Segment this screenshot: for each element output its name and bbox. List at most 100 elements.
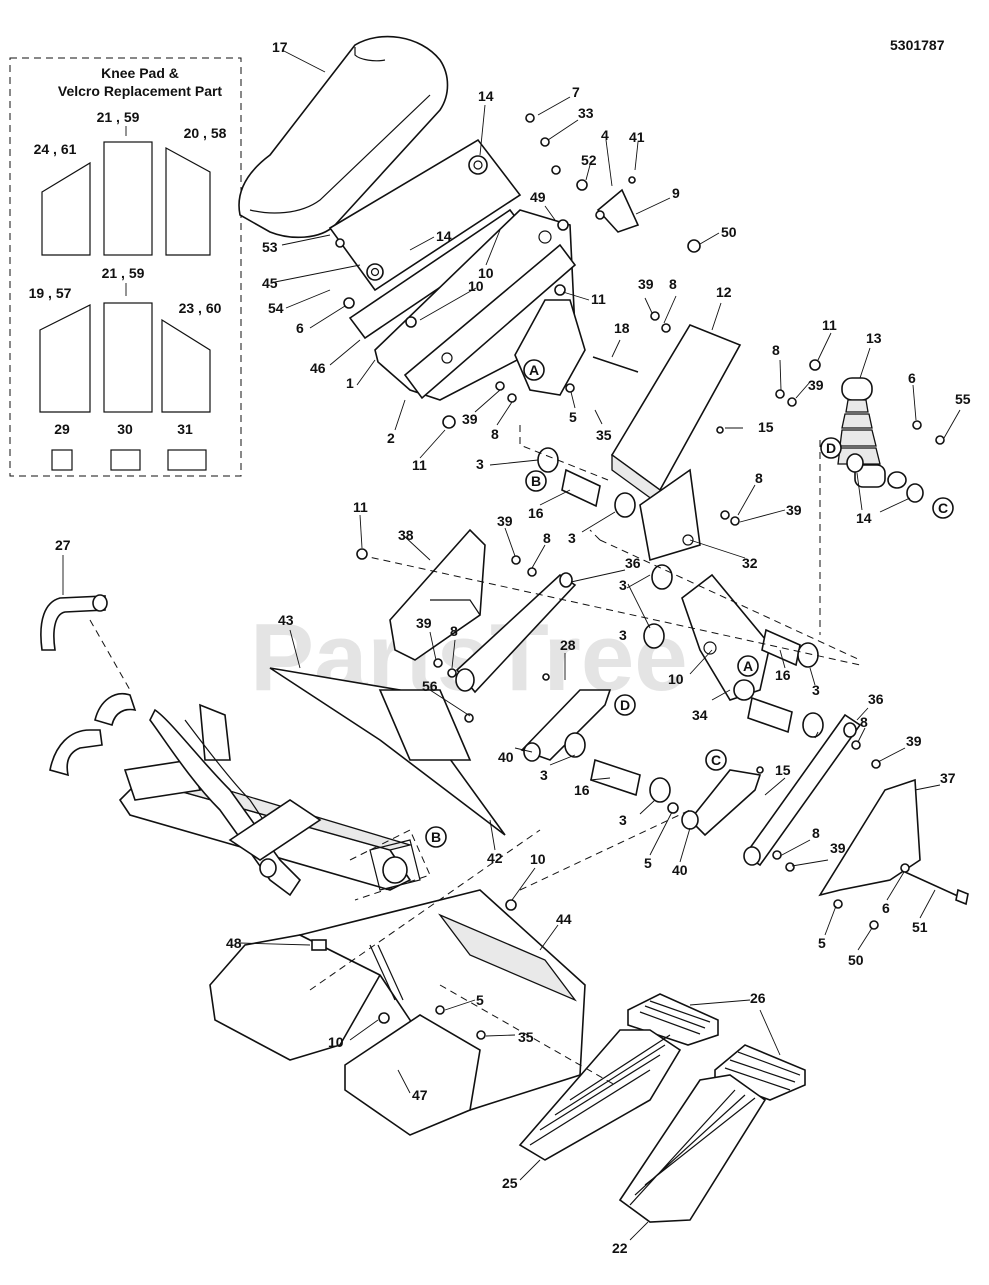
inset-label: 24 , 61 [34, 141, 77, 157]
leader-line [627, 583, 651, 629]
guard-37 [818, 778, 921, 897]
leader-line [537, 96, 571, 116]
velcro-31 [167, 449, 207, 471]
part-label: 14 [478, 88, 494, 104]
leader-line [817, 332, 832, 361]
part-label: 40 [672, 862, 688, 878]
svg-text:A: A [743, 658, 753, 674]
knee-pad-inset: Knee Pad & Velcro Replacement Part 21 , … [9, 57, 242, 477]
link-40-lower [688, 769, 762, 837]
leader-line [859, 347, 871, 379]
inset-label: 31 [177, 421, 193, 437]
leader-line [634, 141, 639, 171]
leader-line [711, 689, 731, 701]
leader-line [309, 305, 346, 329]
leader-line [485, 229, 501, 266]
leader-line [402, 534, 431, 561]
knee-pad-23 [161, 318, 211, 413]
leader-line [689, 649, 713, 675]
part-label: 8 [812, 825, 820, 841]
part-label: 27 [55, 537, 71, 553]
part-label: 39 [906, 733, 922, 749]
callout-c-1: C [932, 497, 954, 519]
bushing-14-upper [468, 155, 488, 175]
leader-line [496, 401, 513, 426]
leader-line [739, 509, 786, 523]
leader-line [635, 197, 671, 215]
part-label: 46 [310, 360, 326, 376]
spacer-16d [590, 758, 641, 797]
leader-line [359, 514, 363, 549]
leader-line [531, 544, 546, 569]
leader-line [689, 539, 746, 559]
svg-text:B: B [531, 473, 541, 489]
part-label: 10 [478, 265, 494, 281]
leader-line [397, 1069, 411, 1094]
inset-label: 21 , 59 [97, 109, 140, 125]
leader-line [394, 399, 406, 431]
leader-line [289, 629, 301, 669]
part-label: 44 [556, 911, 572, 927]
knee-pad-cushion [238, 35, 449, 239]
leader-line [409, 236, 435, 251]
leader-line [877, 747, 906, 763]
part-label: 10 [530, 851, 546, 867]
part-label: 35 [518, 1029, 534, 1045]
part-label: 33 [578, 105, 594, 121]
part-label: 3 [540, 767, 548, 783]
part-label: 5 [644, 855, 652, 871]
leader-line [479, 104, 486, 156]
part-label: 2 [387, 430, 395, 446]
part-label: 22 [612, 1240, 628, 1256]
leader-line [547, 119, 579, 141]
leader-line [274, 264, 361, 283]
leader-line [699, 232, 720, 245]
knee-pad-19 [39, 304, 91, 413]
part-label: 17 [272, 39, 288, 55]
part-label: 8 [860, 714, 868, 730]
part-label: 10 [328, 1034, 344, 1050]
part-label: 5 [569, 409, 577, 425]
callout-b-1: B [525, 470, 547, 492]
leader-line [489, 459, 539, 466]
leader-line [329, 339, 361, 366]
callout-d-1: D [820, 437, 842, 459]
part-label: 8 [669, 276, 677, 292]
leader-line [779, 839, 811, 857]
part-label: 14 [436, 228, 452, 244]
part-label: 50 [721, 224, 737, 240]
inset-title-line2: Velcro Replacement Part [58, 83, 223, 99]
leader-line [444, 999, 476, 1011]
leader-line [912, 384, 917, 421]
bolt-51 [904, 871, 961, 898]
callout-a-1: A [523, 359, 545, 381]
velcro-29 [51, 449, 73, 471]
leader-line [679, 827, 691, 863]
inset-label: 30 [117, 421, 133, 437]
bushing-3 [537, 447, 559, 473]
part-label: 18 [614, 320, 630, 336]
bushing-3d [643, 623, 665, 649]
leader-line [856, 472, 863, 511]
part-label: 47 [412, 1087, 428, 1103]
leader-line [544, 205, 556, 221]
part-label: 41 [629, 129, 645, 145]
part-label: 16 [775, 667, 791, 683]
leader-line [814, 731, 819, 739]
part-label: 39 [808, 377, 824, 393]
part-label: 10 [668, 671, 684, 687]
part-label: 3 [568, 530, 576, 546]
leader-line [485, 1034, 516, 1037]
leader-line [879, 497, 911, 513]
part-label: 12 [716, 284, 732, 300]
side-plate-2 [403, 243, 577, 400]
leader-line [539, 924, 559, 951]
rod-18 [592, 356, 639, 373]
leader-line [886, 871, 905, 901]
part-label: 43 [278, 612, 294, 628]
inset-label: 20 , 58 [184, 125, 227, 141]
pad-backing-plate [328, 138, 522, 292]
part-label: 45 [262, 275, 278, 291]
leader-lines [62, 49, 961, 1241]
part-label: 3 [619, 627, 627, 643]
